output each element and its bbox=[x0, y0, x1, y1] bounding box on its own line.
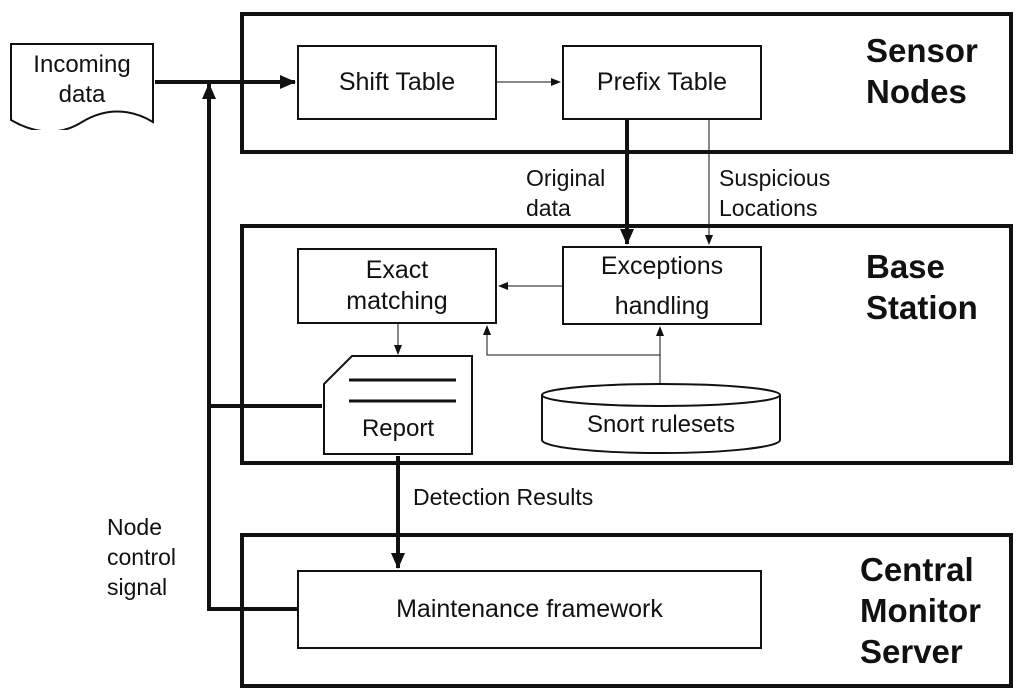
maintenance-framework-box: Maintenance framework bbox=[297, 570, 762, 649]
report-document-icon bbox=[323, 355, 473, 455]
exact-matching-box: Exact matching bbox=[297, 248, 497, 324]
snort-rulesets-database-icon bbox=[541, 383, 781, 454]
prefix-table-box: Prefix Table bbox=[562, 45, 762, 120]
central-monitor-server-title: Central Monitor Server bbox=[860, 551, 981, 670]
snort-rulesets-label: Snort rulesets bbox=[586, 411, 736, 438]
snort-to-exact-connector bbox=[483, 325, 660, 356]
node-control-signal-connector bbox=[202, 83, 297, 611]
incoming-data-label: Incoming data bbox=[33, 51, 131, 108]
base-station-title: Base Station bbox=[866, 248, 978, 326]
node-control-signal-label: Node control signal bbox=[107, 514, 177, 600]
exceptions-handling-box: Exceptions handling bbox=[562, 246, 762, 325]
shift-table-box: Shift Table bbox=[297, 45, 497, 120]
original-data-label: Original data bbox=[526, 165, 606, 221]
report-label: Report bbox=[361, 415, 435, 442]
detection-results-label: Detection Results bbox=[413, 484, 594, 510]
suspicious-locations-label: Suspicious Locations bbox=[719, 165, 831, 221]
incoming-data-document-icon bbox=[10, 43, 154, 130]
sensor-nodes-title: Sensor Nodes bbox=[866, 32, 978, 110]
